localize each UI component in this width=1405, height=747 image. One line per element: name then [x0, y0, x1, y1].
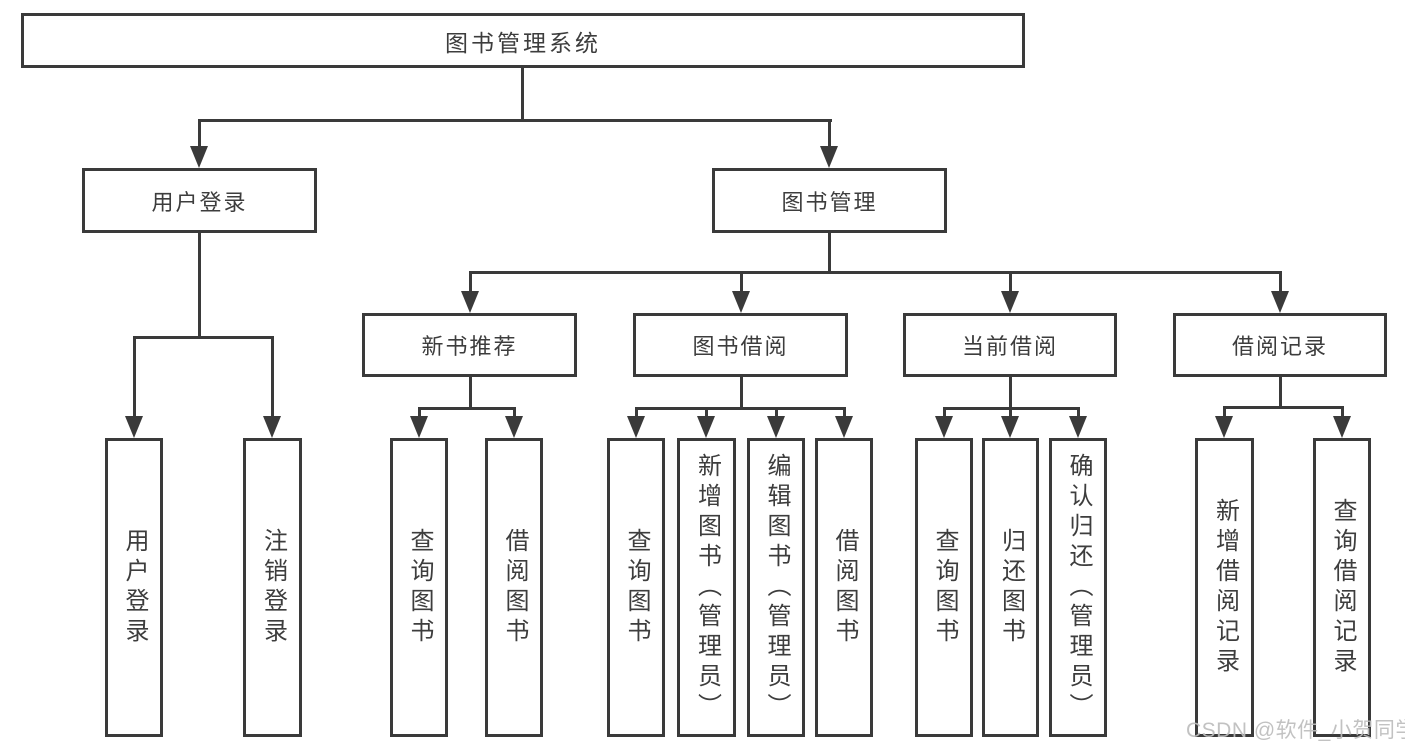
node-book-borrowing: 图书借阅	[633, 313, 848, 377]
connector-line	[198, 119, 832, 122]
connector-line	[521, 68, 524, 119]
connector-line	[418, 407, 516, 410]
arrow-head	[125, 416, 143, 438]
arrow-head	[1001, 291, 1019, 313]
arrow-head	[627, 416, 645, 438]
arrow-head	[1001, 416, 1019, 438]
arrow-head	[1069, 416, 1087, 438]
connector-line	[1009, 407, 1012, 418]
connector-line	[513, 407, 516, 418]
node-current-borrowing: 当前借阅	[903, 313, 1117, 377]
node-records-search-record: 查询借阅记录	[1313, 438, 1371, 737]
arrow-head	[767, 416, 785, 438]
node-records-add-record: 新增借阅记录	[1195, 438, 1254, 737]
node-borrowing-records: 借阅记录	[1173, 313, 1387, 377]
node-recommend-search-books: 查询图书	[390, 438, 448, 737]
connector-line	[775, 407, 778, 418]
arrow-head	[732, 291, 750, 313]
node-current-return-books: 归还图书	[982, 438, 1039, 737]
node-current-search-books: 查询图书	[915, 438, 973, 737]
node-book-management: 图书管理	[712, 168, 947, 233]
node-current-confirm-return-admin: 确认归还（管理员）	[1049, 438, 1107, 737]
arrow-head	[461, 291, 479, 313]
connector-line	[133, 336, 274, 339]
node-new-book-recommendation: 新书推荐	[362, 313, 577, 377]
arrow-head	[697, 416, 715, 438]
arrow-head	[505, 416, 523, 438]
connector-line	[1077, 407, 1080, 418]
connector-line	[635, 407, 638, 418]
connector-line	[828, 119, 831, 148]
connector-line	[740, 377, 743, 407]
arrow-head	[1271, 291, 1289, 313]
node-recommend-borrow-books: 借阅图书	[485, 438, 543, 737]
connector-line	[740, 271, 743, 293]
connector-line	[133, 336, 136, 418]
connector-line	[635, 407, 846, 410]
arrow-head	[410, 416, 428, 438]
connector-line	[1341, 406, 1344, 418]
csdn-watermark: CSDN @软件_小贺同学	[1186, 719, 1405, 742]
node-user-login: 用户登录	[82, 168, 317, 233]
arrow-head	[1215, 416, 1233, 438]
connector-line	[843, 407, 846, 418]
node-user-login-leaf: 用户登录	[105, 438, 163, 737]
connector-line	[469, 271, 472, 293]
connector-line	[469, 377, 472, 407]
node-logout: 注销登录	[243, 438, 302, 737]
arrow-head	[263, 416, 281, 438]
connector-line	[1223, 406, 1226, 418]
connector-line	[271, 336, 274, 418]
connector-line	[469, 271, 1282, 274]
arrow-head	[1333, 416, 1351, 438]
connector-line	[1279, 377, 1282, 406]
connector-line	[418, 407, 421, 418]
connector-line	[828, 233, 831, 271]
connector-line	[943, 407, 946, 418]
node-borrow-borrow-books: 借阅图书	[815, 438, 873, 737]
connector-line	[198, 233, 201, 336]
node-borrow-search-books: 查询图书	[607, 438, 665, 737]
node-borrow-edit-books-admin: 编辑图书（管理员）	[747, 438, 805, 737]
connector-line	[1223, 406, 1344, 409]
connector-line	[1009, 377, 1012, 407]
arrow-head	[835, 416, 853, 438]
connector-line	[1009, 271, 1012, 293]
arrow-head	[190, 146, 208, 168]
connector-line	[1279, 271, 1282, 293]
node-library-management-system: 图书管理系统	[21, 13, 1025, 68]
arrow-head	[935, 416, 953, 438]
arrow-head	[820, 146, 838, 168]
node-borrow-add-books-admin: 新增图书（管理员）	[677, 438, 736, 737]
connector-line	[705, 407, 708, 418]
connector-line	[198, 119, 201, 148]
